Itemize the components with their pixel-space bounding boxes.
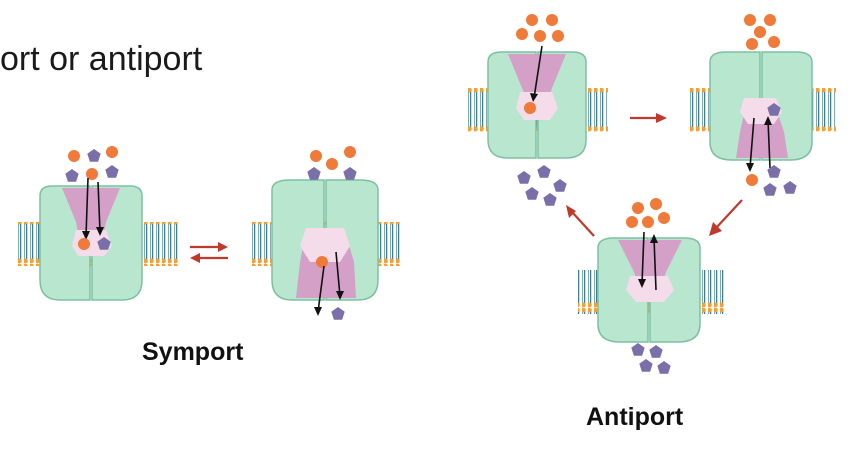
ion-sphere <box>310 150 322 162</box>
ion-sphere <box>764 14 776 26</box>
pentagon-molecule <box>639 359 653 372</box>
equilibrium-arrows-icon <box>190 242 228 263</box>
antiport-caption: Antiport <box>586 403 684 431</box>
ion-sphere <box>524 102 536 114</box>
ion-sphere <box>746 38 758 50</box>
pentagon-molecule <box>105 165 119 178</box>
pentagon-molecule <box>525 187 539 200</box>
ion-sphere <box>546 14 558 26</box>
pentagon-molecule <box>307 167 321 180</box>
pentagon-molecule <box>343 167 357 180</box>
ion-sphere <box>632 202 644 214</box>
ion-sphere <box>746 174 758 186</box>
ion-sphere <box>642 216 654 228</box>
pentagon-molecule <box>87 149 101 162</box>
ion-sphere <box>534 30 546 42</box>
ion-sphere <box>526 14 538 26</box>
ion-sphere <box>68 150 80 162</box>
red-arrow-icon <box>709 199 743 236</box>
ion-sphere <box>754 26 766 38</box>
pentagon-molecule <box>783 181 797 194</box>
ion-sphere <box>344 146 356 158</box>
ion-sphere <box>86 168 98 180</box>
ion-sphere <box>552 30 564 42</box>
antiport-diagram <box>468 14 836 374</box>
symport-diagram <box>18 146 402 320</box>
pentagon-molecule <box>537 165 551 178</box>
antiport-transporter-state-1 <box>487 51 587 159</box>
pentagon-molecule <box>517 171 531 184</box>
symport-transporter-open-inside <box>271 179 379 301</box>
pentagon-molecule <box>657 361 671 374</box>
antiport-transporter-state-3 <box>597 237 701 343</box>
pentagon-molecule <box>331 307 345 320</box>
symport-transporter-open-outside <box>39 185 143 301</box>
ion-sphere <box>78 238 90 250</box>
pentagon-molecule <box>543 193 557 206</box>
ion-sphere <box>768 36 780 48</box>
pentagon-molecule <box>631 343 645 356</box>
ion-sphere <box>658 212 670 224</box>
ion-sphere <box>516 28 528 40</box>
symport-caption: Symport <box>142 338 244 366</box>
pentagon-molecule <box>763 183 777 196</box>
ion-sphere <box>744 14 756 26</box>
slide-title: ort or antiport <box>0 40 203 78</box>
red-arrow-icon <box>630 113 667 123</box>
red-arrow-icon <box>566 205 595 237</box>
ion-sphere <box>650 198 662 210</box>
ion-sphere <box>106 146 118 158</box>
ion-sphere <box>316 256 328 268</box>
ion-sphere <box>326 158 338 170</box>
ion-sphere <box>626 216 638 228</box>
pentagon-molecule <box>649 345 663 358</box>
pentagon-molecule <box>553 179 567 192</box>
pentagon-molecule <box>65 169 79 182</box>
antiport-transporter-state-2 <box>709 51 813 161</box>
